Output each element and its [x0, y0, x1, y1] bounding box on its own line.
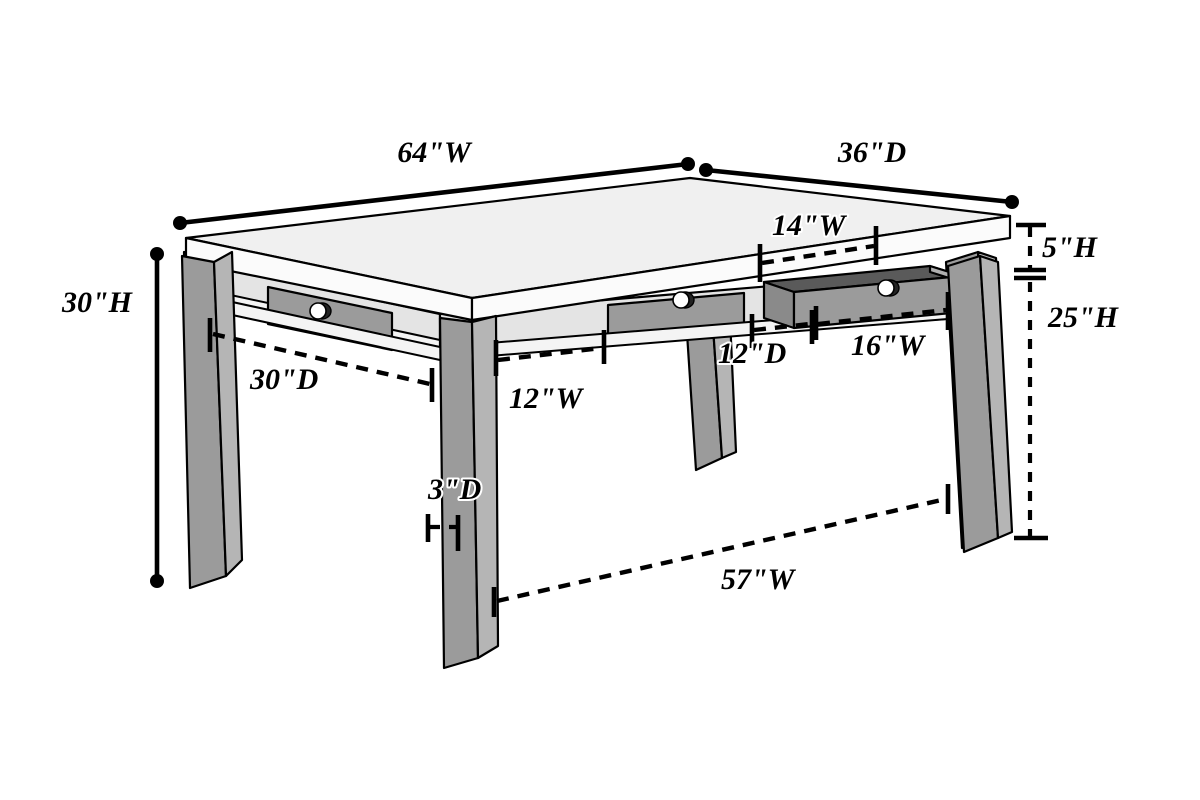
dimension-overall-depth: 36"D [699, 134, 1019, 209]
dimension-knee-depth: 30"D [207, 318, 435, 402]
dimension-leg-thickness: 3"D [425, 471, 483, 551]
label-overall-height: 30"H [61, 286, 134, 319]
dimension-drawer-depth: 12"D [716, 310, 815, 372]
label-overall-depth: 36"D [837, 136, 906, 169]
label-leg-span-width: 57"W [721, 563, 797, 596]
label-drawer-opening-width: 14"W [772, 209, 848, 242]
dimension-leg-height: 25"H [1014, 282, 1122, 541]
dimension-overall-width: 64"W [173, 134, 695, 230]
leg-back-center [684, 310, 738, 472]
table-drawing [180, 176, 1014, 670]
dimension-knee-width: 12"W [493, 330, 607, 417]
drawer-open[interactable] [762, 264, 983, 330]
label-overall-width: 64"W [397, 136, 473, 169]
dimension-apron-height: 5"H [1014, 222, 1101, 281]
leg-front-right [946, 254, 1014, 554]
dimension-leg-span-width: 57"W [491, 484, 951, 617]
dimension-overall-height: 30"H [59, 247, 164, 588]
dimension-drawer-width: 16"W [813, 292, 951, 364]
label-leg-thickness: 3"D [427, 473, 481, 506]
label-drawer-width: 16"W [851, 329, 927, 362]
label-leg-height: 25"H [1047, 301, 1120, 334]
leg-front-left [180, 250, 244, 590]
dimension-drawer-opening-width: 14"W [757, 207, 879, 282]
label-knee-width: 12"W [509, 382, 585, 415]
leg-front-center [438, 314, 500, 670]
label-drawer-depth: 12"D [718, 337, 786, 370]
label-apron-height: 5"H [1042, 231, 1099, 264]
label-knee-depth: 30"D [249, 363, 318, 396]
